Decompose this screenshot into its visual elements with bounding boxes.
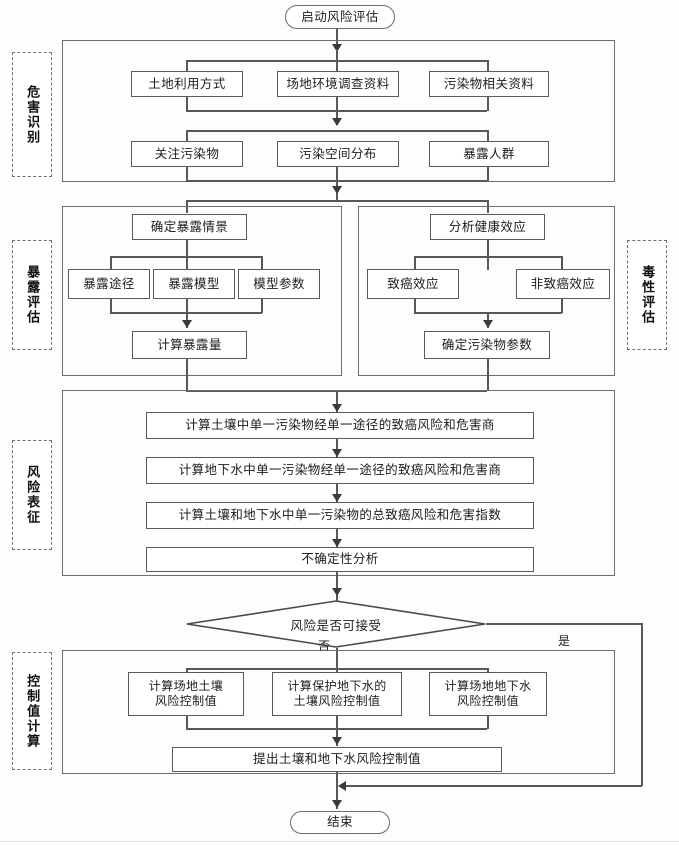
bus-exposure-mid-right-drop [261,256,263,270]
connector-risk-step1-step2 [336,439,338,457]
merge-exposure-left-rise [110,299,112,313]
exposure-box-calc-dose[interactable]: 计算暴露量 [132,331,247,359]
yes-branch-horizontal [486,623,643,625]
decision-diamond-shape [186,600,486,648]
merge-toxicity-right-rise [561,299,563,313]
arrow-risk-step2-step3 [332,494,342,502]
arrow-risk-to-decision [332,588,342,596]
no-branch-vertical [336,648,338,685]
decision-diamond[interactable]: 风险是否可接受 [186,600,486,648]
stage-label-control: 控制值计算 [12,652,52,770]
arrow-to-end-node [332,800,342,808]
arrow-hazard-row1-to-row2 [332,118,342,126]
stage-label-toxicity: 毒性评估 [627,240,667,350]
bus-hazard-row1-right-drop [487,60,489,72]
hazard-box-exposed-population[interactable]: 暴露人群 [429,141,549,167]
risk-box-total-risk-index[interactable]: 计算土壤和地下水中单一污染物的总致癌风险和危害指数 [146,502,534,529]
connector-toxicity-health-down [487,240,489,270]
control-box-site-groundwater[interactable]: 计算场地地下水 风险控制值 [429,672,547,716]
decision-label: 风险是否可接受 [290,618,382,633]
arrow-toxicity-to-params [483,320,493,328]
arrow-stage23-to-risk [332,404,342,412]
arrow-exposure-to-calc [182,320,192,328]
connector-toxicity-stage-out [487,359,489,391]
merge-hazard-row2-left-rise [186,167,188,181]
bus-toxicity-mid-left-drop [414,256,416,270]
toxicity-box-carcinogenic[interactable]: 致癌效应 [367,269,459,299]
bus-exposure-mid-top [110,256,262,258]
stage-label-hazard: 危害识别 [12,52,52,177]
stage-container-toxicity [358,206,615,376]
bus-hazard-row1-left-drop [186,60,188,72]
bus-hazard-row2-right-drop [487,130,489,142]
start-node[interactable]: 启动风险评估 [285,5,395,29]
merge-toxicity-left-rise [414,299,416,313]
bus-control-top [186,668,487,670]
connector-exposure-to-calc [186,299,188,328]
decision-no-label: 否 [318,639,331,653]
stage-container-control [62,650,615,774]
control-box-proposed-values[interactable]: 提出土壤和地下水风险控制值 [172,747,502,772]
merge-exposure-right-rise [261,299,263,313]
risk-box-soil-single-pathway[interactable]: 计算土壤中单一污染物经单一途径的致癌风险和危害商 [146,412,534,439]
bus-hazard-row2-top [186,130,487,132]
arrow-risk-step1-step2 [332,449,342,457]
connector-hazard-to-split [336,167,338,201]
merge-control-left-rise [186,716,188,729]
control-box-site-soil[interactable]: 计算场地土壤 风险控制值 [128,672,244,716]
bus-toxicity-mid-top [414,256,562,258]
hazard-box-pollutant-data[interactable]: 污染物相关资料 [429,71,549,97]
risk-box-uncertainty-analysis[interactable]: 不确定性分析 [146,547,534,572]
exposure-box-pathway[interactable]: 暴露途径 [68,269,150,299]
hazard-box-site-survey[interactable]: 场地环境调查资料 [277,71,399,97]
hazard-box-target-pollutant[interactable]: 关注污染物 [131,141,243,167]
arrow-start-to-hazard [332,44,342,52]
merge-hazard-row2-right-rise [487,167,489,181]
stage-label-exposure: 暴露评估 [12,240,52,350]
connector-risk-step3-step4 [336,529,338,547]
control-box-protect-groundwater-soil[interactable]: 计算保护地下水的 土壤风险控制值 [272,672,402,716]
stage-label-risk: 风险表征 [12,440,52,550]
bus-stage23-top [186,200,487,202]
arrow-hazard-out [332,186,342,194]
connector-risk-step2-step3 [336,484,338,502]
hazard-box-spatial-distribution[interactable]: 污染空间分布 [277,141,399,167]
toxicity-box-non-carcinogenic[interactable]: 非致癌效应 [516,269,610,299]
connector-stage23-to-risk [336,390,338,412]
risk-box-groundwater-single-pathway[interactable]: 计算地下水中单一污染物经单一途径的致癌风险和危害商 [146,457,534,484]
exposure-box-model-params[interactable]: 模型参数 [238,269,320,299]
end-node[interactable]: 结束 [290,811,390,834]
yes-branch-vertical [641,623,643,786]
decision-yes-label: 是 [558,634,571,648]
connector-exposure-scenario-down [186,240,188,270]
connector-hazard-row1-to-row2 [336,97,338,125]
bus-hazard-row2-left-drop [186,130,188,142]
exposure-box-model[interactable]: 暴露模型 [153,269,235,299]
bus-toxicity-mid-right-drop [561,256,563,270]
exposure-box-scenario[interactable]: 确定暴露情景 [132,214,247,240]
connector-start-to-hazard [336,29,338,49]
bus-hazard-row1-mid-drop [336,49,338,72]
connector-control-to-output [336,716,338,746]
stage-container-exposure [62,206,342,376]
merge-hazard-row1-right-rise [487,97,489,111]
connector-exposure-stage-out [186,359,188,391]
footer-divider [0,841,679,842]
bus-exposure-mid-left-drop [110,256,112,270]
arrow-yes-branch-to-end [338,781,346,791]
stage-container-risk [62,390,615,576]
arrow-control-to-output [332,737,342,745]
hazard-box-land-use[interactable]: 土地利用方式 [131,71,243,97]
merge-hazard-row1-left-rise [186,97,188,111]
toxicity-box-contaminant-params[interactable]: 确定污染物参数 [424,331,550,359]
merge-control-right-rise [487,716,489,729]
yes-branch-return [344,785,642,787]
arrow-risk-step3-step4 [332,539,342,547]
connector-control-stage-to-end [336,772,338,809]
toxicity-box-health-effects[interactable]: 分析健康效应 [430,214,545,240]
